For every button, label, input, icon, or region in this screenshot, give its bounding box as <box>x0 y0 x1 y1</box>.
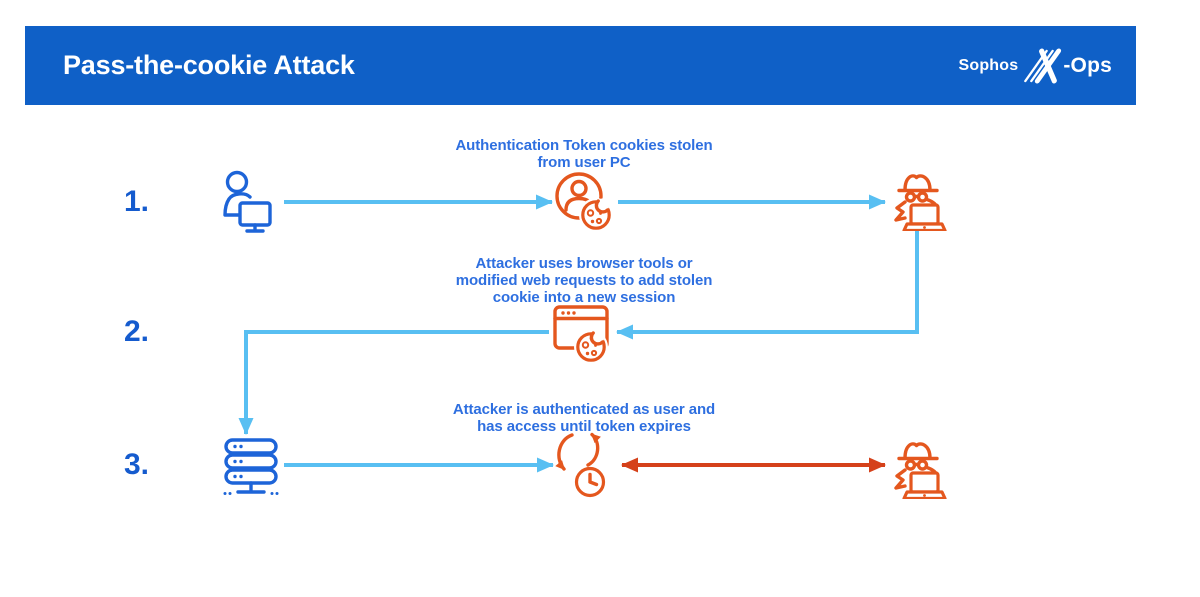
hacker-laptop-icon <box>894 442 947 499</box>
caption-line: Attacker is authenticated as user and <box>452 401 716 418</box>
caption-line: modified web requests to add stolen <box>455 272 713 289</box>
logo-brand-text: Sophos <box>958 56 1019 74</box>
caption-line: has access until token expires <box>477 418 691 435</box>
step-3-caption: Attacker is authenticated as user and ha… <box>374 401 794 435</box>
sophos-xops-logo: Sophos -Ops <box>958 48 1112 84</box>
step-2-number: 2. <box>124 315 150 348</box>
session-refresh-clock-icon <box>555 432 606 498</box>
caption-line: Attacker uses browser tools or <box>475 255 693 272</box>
step-3-number: 3. <box>124 448 150 481</box>
step-1-number: 1. <box>124 185 150 218</box>
arrow-browser-left-down-to-server <box>238 330 549 435</box>
page-title: Pass-the-cookie Attack <box>63 50 355 80</box>
browser-cookie-icon <box>553 305 609 364</box>
x-stripes-icon <box>1024 48 1062 83</box>
logo-suffix-text: -Ops <box>1063 53 1112 77</box>
step-1-caption: Authentication Token cookies stolen from… <box>374 137 794 171</box>
arrow-hacker-down-to-browser <box>616 230 919 340</box>
caption-line: cookie into a new session <box>492 289 676 306</box>
stolen-cookie-user-icon <box>555 172 613 232</box>
caption-line: Authentication Token cookies stolen <box>455 137 713 154</box>
server-icon <box>223 438 279 495</box>
caption-line: from user PC <box>537 154 631 171</box>
user-at-pc-icon <box>223 170 272 233</box>
hacker-laptop-icon <box>894 174 947 231</box>
step-2-caption: Attacker uses browser tools or modified … <box>374 255 794 306</box>
title-bar: Pass-the-cookie Attack Sophos -Ops <box>25 26 1136 105</box>
